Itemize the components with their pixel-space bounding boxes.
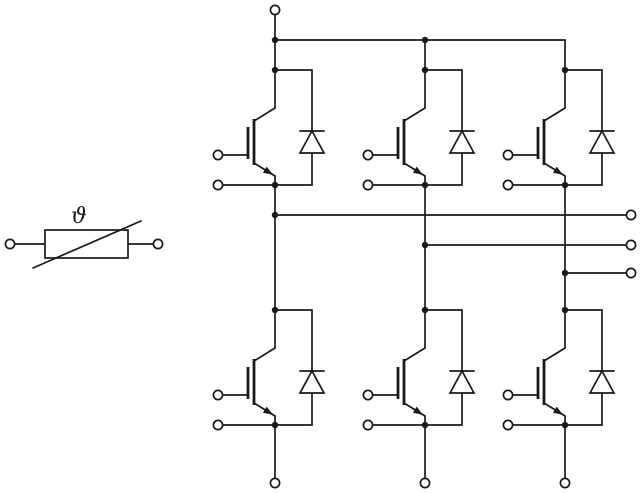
gate-terminal (362, 149, 374, 161)
aux-emitter-terminal (502, 419, 514, 431)
aux-emitter-terminal (212, 419, 224, 431)
dc-minus-terminal-2 (419, 477, 431, 489)
gate-terminal (502, 149, 514, 161)
dc-minus-terminal-1 (269, 477, 281, 489)
collector-diagonal (403, 107, 426, 122)
gate-terminal (212, 149, 224, 161)
aux-emitter-terminal (212, 179, 224, 191)
igbt-cell-low-side-2 (362, 306, 476, 431)
thermistor-label: ϑ (71, 204, 87, 229)
junction-dot (421, 306, 429, 314)
half-bridge-leg-1 (212, 39, 637, 489)
emitter-arrow-icon (262, 406, 273, 415)
thermistor-left-terminal (4, 238, 16, 250)
emitter-arrow-icon (262, 166, 273, 175)
igbt-cell-high-side-2 (362, 66, 476, 191)
collector-diagonal (543, 107, 566, 122)
emitter-arrow-icon (552, 406, 563, 415)
diode-triangle-icon (298, 129, 326, 154)
aux-emitter-terminal (502, 179, 514, 191)
emitter-arrow-icon (412, 166, 423, 175)
aux-emitter-terminal (362, 179, 374, 191)
inverter-bridge (212, 4, 637, 489)
thermistor: ϑ (4, 204, 164, 269)
junction-dot (271, 306, 279, 314)
igbt-cell-high-side-1 (212, 66, 326, 191)
thermistor-right-terminal (152, 238, 164, 250)
aux-emitter-terminal (362, 419, 374, 431)
igbt-cell-high-side-3 (502, 66, 616, 191)
emitter-arrow-icon (412, 406, 423, 415)
junction-dot (561, 306, 569, 314)
gate-terminal (502, 389, 514, 401)
junction-dot (271, 66, 279, 74)
dc-minus-terminal-3 (559, 477, 571, 489)
phase-output-terminal-3 (625, 267, 637, 279)
diode-triangle-icon (448, 369, 476, 394)
igbt-cell-low-side-3 (502, 306, 616, 431)
gate-terminal (362, 389, 374, 401)
collector-diagonal (253, 107, 276, 122)
emitter-arrow-icon (552, 166, 563, 175)
diode-triangle-icon (298, 369, 326, 394)
thermistor-diagonal-stroke (32, 220, 142, 269)
collector-diagonal (543, 347, 566, 362)
diode-triangle-icon (448, 129, 476, 154)
phase-output-terminal-1 (625, 209, 637, 221)
half-bridge-leg-3 (502, 39, 637, 489)
igbt-cell-low-side-1 (212, 306, 326, 431)
dc-plus-terminal (269, 4, 281, 16)
collector-diagonal (253, 347, 276, 362)
half-bridge-leg-2 (362, 39, 637, 489)
phase-output-terminal-2 (625, 239, 637, 251)
junction-dot (561, 66, 569, 74)
collector-diagonal (403, 347, 426, 362)
diode-triangle-icon (588, 369, 616, 394)
diode-triangle-icon (588, 129, 616, 154)
junction-dot (421, 66, 429, 74)
gate-terminal (212, 389, 224, 401)
